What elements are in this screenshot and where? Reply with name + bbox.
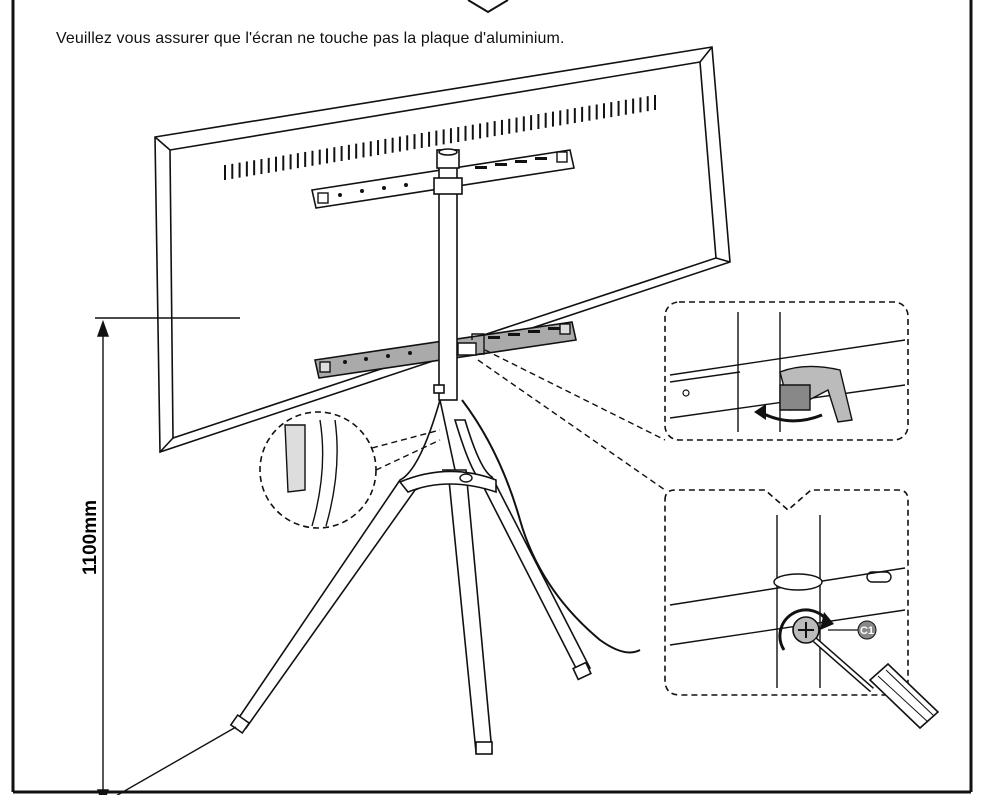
detail-circle-gap xyxy=(259,411,441,529)
height-dimension-line xyxy=(95,317,240,800)
tv-vent-slots xyxy=(224,95,656,180)
tripod-legs xyxy=(229,399,592,755)
page-border xyxy=(11,0,973,794)
power-cable xyxy=(461,399,641,654)
height-dimension-label: 1100mm xyxy=(80,500,101,575)
instruction-text: Veuillez vous assurer que l'écran ne tou… xyxy=(56,30,565,47)
top-arrow-mark xyxy=(467,0,509,14)
part-callout-label: C1 xyxy=(860,625,874,637)
detail-leader-lines xyxy=(477,349,666,491)
detail-panel-clamp xyxy=(664,301,909,441)
stand-pole xyxy=(433,148,463,401)
detail-panel-screw: C1 xyxy=(664,489,940,730)
tv-screen xyxy=(154,46,731,454)
